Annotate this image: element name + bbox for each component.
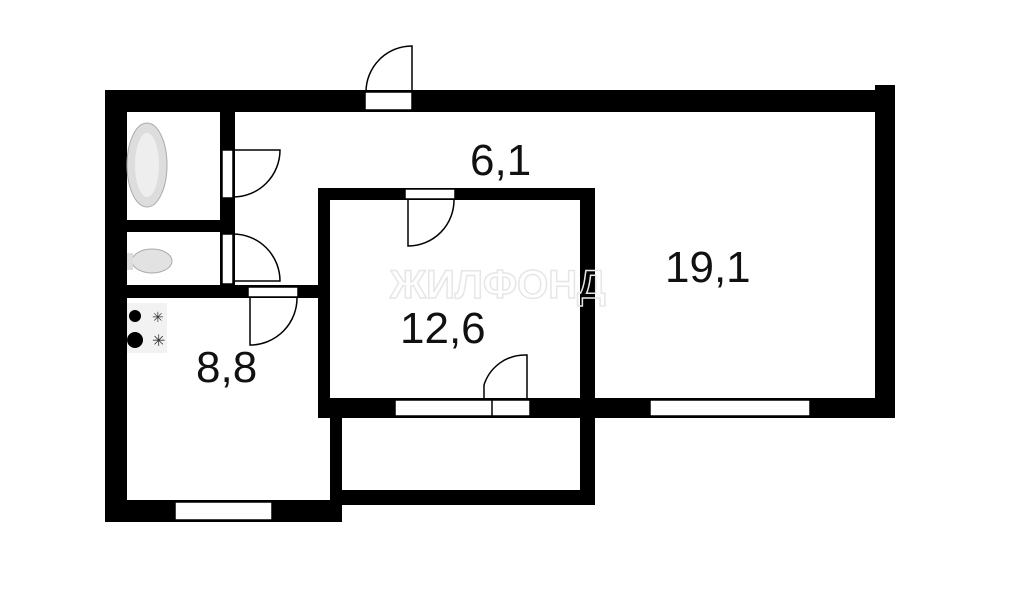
doors (221, 45, 528, 416)
window-kitchen (174, 501, 273, 521)
room-area-bedroom: 12,6 (400, 304, 486, 353)
entry-door (364, 91, 413, 111)
window-living (649, 399, 811, 417)
watermark: ЖИЛФОНД (389, 263, 606, 307)
kitchen-door (247, 286, 299, 298)
fixtures: ✳ ✳ (126, 122, 173, 353)
windows (174, 399, 811, 521)
window-bedroom (394, 399, 531, 417)
room-area-kitchen: 8,8 (196, 343, 257, 392)
room-area-corridor: 6,1 (470, 136, 531, 185)
svg-text:✳: ✳ (152, 309, 164, 325)
toilet-icon (131, 248, 173, 274)
room-area-living-room: 19,1 (665, 243, 751, 292)
bedroom-door (404, 188, 456, 200)
bath-door (221, 149, 234, 199)
balcony-door (483, 354, 528, 398)
svg-text:✳: ✳ (152, 333, 165, 350)
toilet-door (221, 233, 234, 285)
